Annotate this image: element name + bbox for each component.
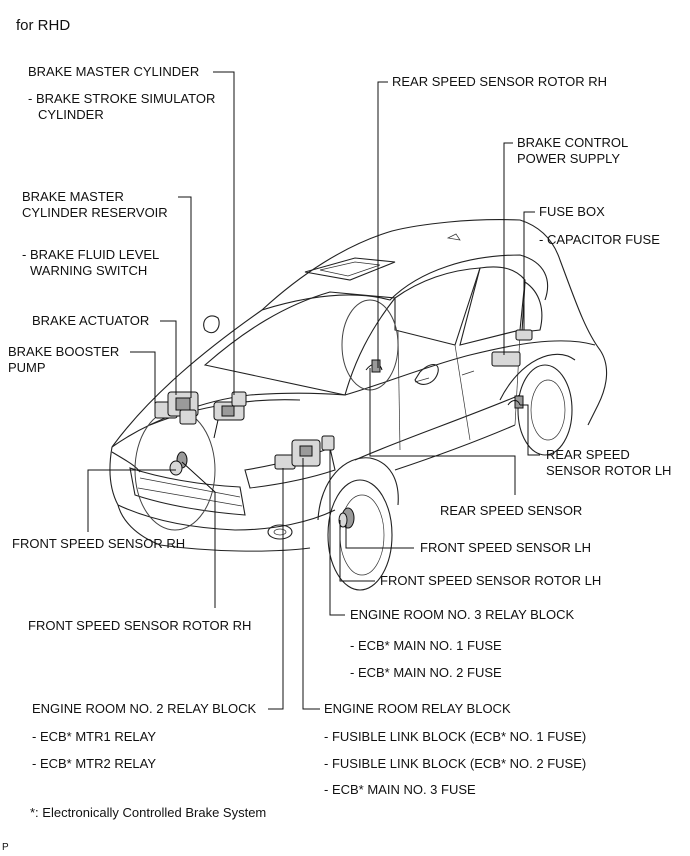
label-brake-stroke-simulator-2: CYLINDER [38,107,104,122]
label-engine-room-relay: ENGINE ROOM RELAY BLOCK [324,701,511,716]
label-ecb-main-no2: - ECB* MAIN NO. 2 FUSE [350,665,502,680]
label-ecb-main-no3: - ECB* MAIN NO. 3 FUSE [324,782,476,797]
label-booster-pump-2: PUMP [8,360,46,375]
label-ecb-main-no1: - ECB* MAIN NO. 1 FUSE [350,638,502,653]
label-rear-speed-sensor: REAR SPEED SENSOR [440,503,583,518]
label-fluid-level-switch-2: WARNING SWITCH [30,263,148,278]
label-capacitor-fuse: - CAPACITOR FUSE [539,232,660,247]
label-front-speed-sensor-rotor-rh: FRONT SPEED SENSOR ROTOR RH [28,618,252,633]
label-fusible-link-2: - FUSIBLE LINK BLOCK (ECB* NO. 2 FUSE) [324,756,587,771]
leader-lines [87,71,540,710]
label-rear-speed-sensor-rotor-lh-2: SENSOR ROTOR LH [546,463,672,478]
label-booster-pump-1: BRAKE BOOSTER [8,344,120,359]
label-rear-speed-sensor-rotor-rh: REAR SPEED SENSOR ROTOR RH [392,74,608,89]
label-engine-room-no3: ENGINE ROOM NO. 3 RELAY BLOCK [350,607,575,622]
figure-code: P [2,842,9,853]
label-ecb-mtr2: - ECB* MTR2 RELAY [32,756,157,771]
label-front-speed-sensor-rh: FRONT SPEED SENSOR RH [12,536,186,551]
figure-header: for RHD [16,17,71,34]
label-brake-actuator: BRAKE ACTUATOR [32,313,150,328]
label-fuse-box: FUSE BOX [539,204,605,219]
label-rear-speed-sensor-rotor-lh-1: REAR SPEED [546,447,630,462]
label-front-speed-sensor-rotor-lh: FRONT SPEED SENSOR ROTOR LH [380,573,602,588]
label-fusible-link-1: - FUSIBLE LINK BLOCK (ECB* NO. 1 FUSE) [324,729,587,744]
label-master-reservoir-2: CYLINDER RESERVOIR [22,205,168,220]
footnote: *: Electronically Controlled Brake Syste… [30,805,267,820]
label-brake-master-cylinder: BRAKE MASTER CYLINDER [28,64,200,79]
components [154,329,533,529]
label-master-reservoir-1: BRAKE MASTER [22,189,124,204]
label-engine-room-no2: ENGINE ROOM NO. 2 RELAY BLOCK [32,701,257,716]
label-brake-stroke-simulator-1: - BRAKE STROKE SIMULATOR [28,91,216,106]
label-fluid-level-switch-1: - BRAKE FLUID LEVEL [22,247,160,262]
label-brake-control-power-1: BRAKE CONTROL [517,135,629,150]
label-ecb-mtr1: - ECB* MTR1 RELAY [32,729,157,744]
label-brake-control-power-2: POWER SUPPLY [517,151,621,166]
label-front-speed-sensor-lh: FRONT SPEED SENSOR LH [420,540,591,555]
